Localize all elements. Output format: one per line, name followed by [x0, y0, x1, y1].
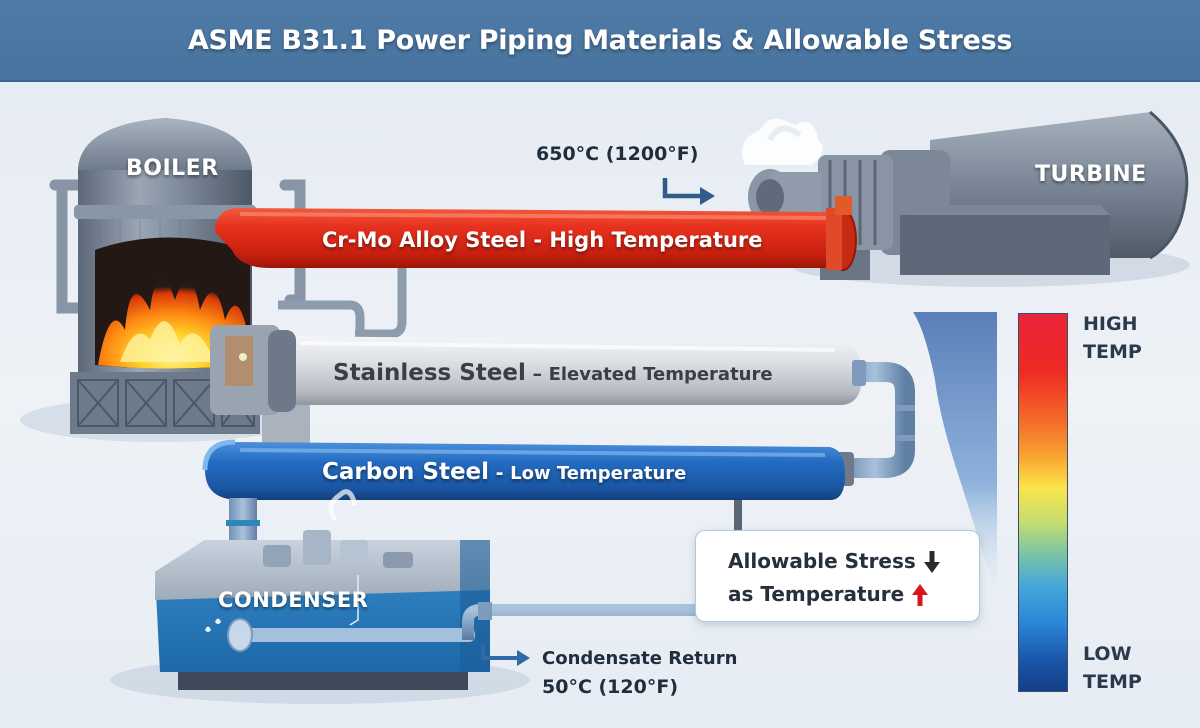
- boiler-label: BOILER: [126, 156, 219, 181]
- stainless-service: Elevated Temperature: [548, 364, 773, 385]
- cr-mo-pipe: [215, 196, 857, 271]
- high-temp-label: HIGH TEMP: [1083, 313, 1142, 363]
- condensate-temperature: 50°C (120°F): [542, 676, 679, 698]
- carbon-service: Low Temperature: [510, 463, 687, 484]
- boiler-graphic: [20, 118, 306, 442]
- carbon-material: Carbon Steel: [322, 459, 490, 485]
- stainless-pipe-label: Stainless Steel – Elevated Temperature: [333, 360, 773, 386]
- callout-line-1: Allowable Stress: [728, 545, 979, 578]
- title-banner: ASME B31.1 Power Piping Materials & Allo…: [0, 0, 1200, 82]
- condenser-label: CONDENSER: [218, 588, 369, 612]
- carbon-steel-pipe: [202, 439, 845, 566]
- page-title: ASME B31.1 Power Piping Materials & Allo…: [187, 24, 1013, 56]
- stainless-material: Stainless Steel: [333, 360, 526, 386]
- condenser-graphic: [110, 489, 700, 704]
- callout-line-2: as Temperature: [728, 578, 979, 611]
- turbine-label: TURBINE: [1035, 162, 1147, 187]
- cr-mo-material: Cr-Mo Alloy Steel: [322, 228, 527, 252]
- down-arrow-icon: [923, 550, 940, 573]
- condensate-flow-arrow: [481, 645, 520, 660]
- cr-mo-pipe-label: Cr-Mo Alloy Steel - High Temperature: [322, 228, 763, 252]
- stainless-pipe: [210, 325, 862, 415]
- stress-trend-shape: [913, 312, 997, 600]
- cr-mo-service: High Temperature: [549, 228, 763, 252]
- low-temp-label: LOW TEMP: [1083, 643, 1142, 693]
- condensate-return-label: Condensate Return: [542, 648, 738, 669]
- temperature-gradient-bar: [1018, 313, 1068, 692]
- carbon-steel-pipe-label: Carbon Steel - Low Temperature: [322, 459, 687, 485]
- stress-temperature-callout: Allowable Stress as Temperature: [695, 530, 980, 622]
- steam-temperature: 650°C (1200°F): [536, 143, 699, 165]
- up-arrow-icon: [912, 583, 929, 606]
- steam-flow-arrow: [662, 178, 703, 199]
